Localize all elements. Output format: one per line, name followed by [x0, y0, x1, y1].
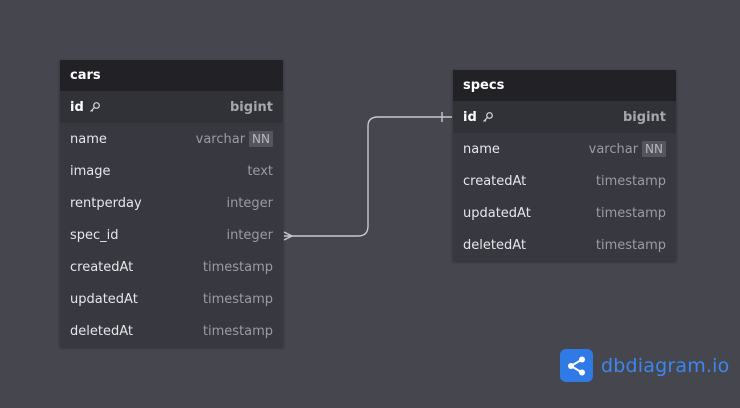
column-row-createdat[interactable]: createdAt timestamp — [60, 251, 283, 283]
column-type-text: varchar — [588, 141, 639, 157]
table-header[interactable]: cars — [60, 60, 283, 91]
column-row-spec-id[interactable]: spec_id integer — [60, 219, 283, 251]
column-name-text: id — [463, 109, 477, 125]
column-row-name[interactable]: name varchar NN — [453, 133, 676, 165]
column-type-text: varchar — [195, 131, 246, 147]
column-row-deletedat[interactable]: deletedAt timestamp — [453, 229, 676, 261]
column-name: updatedAt — [463, 205, 531, 221]
column-name: id — [70, 100, 101, 115]
column-type: timestamp — [202, 323, 273, 339]
column-row-id[interactable]: id bigint — [453, 101, 676, 133]
brand-watermark[interactable]: dbdiagram.io — [560, 349, 729, 382]
table-header[interactable]: specs — [453, 70, 676, 101]
column-type: timestamp — [595, 237, 666, 253]
column-row-name[interactable]: name varchar NN — [60, 123, 283, 155]
column-row-updatedat[interactable]: updatedAt timestamp — [453, 197, 676, 229]
column-name: deletedAt — [463, 237, 526, 253]
column-type: bigint — [623, 109, 666, 125]
table-cars[interactable]: cars id bigint name varchar NN image tex… — [60, 60, 283, 347]
many-end-marker — [283, 231, 294, 241]
column-name: image — [70, 163, 111, 179]
column-row-id[interactable]: id bigint — [60, 91, 283, 123]
column-row-rentperday[interactable]: rentperday integer — [60, 187, 283, 219]
column-row-image[interactable]: image text — [60, 155, 283, 187]
column-name: name — [463, 141, 500, 157]
column-type: integer — [226, 195, 273, 211]
column-row-deletedat[interactable]: deletedAt timestamp — [60, 315, 283, 347]
key-icon — [482, 111, 494, 123]
column-type: varchar NN — [196, 131, 273, 147]
column-type: timestamp — [595, 173, 666, 189]
column-type: timestamp — [595, 205, 666, 221]
column-name: rentperday — [70, 195, 142, 211]
column-name: createdAt — [70, 259, 134, 275]
column-type: bigint — [230, 99, 273, 115]
column-row-createdat[interactable]: createdAt timestamp — [453, 165, 676, 197]
relationship-path — [284, 116, 452, 237]
column-name: updatedAt — [70, 291, 138, 307]
column-name: spec_id — [70, 227, 119, 243]
column-row-updatedat[interactable]: updatedAt timestamp — [60, 283, 283, 315]
dbdiagram-logo-icon — [560, 349, 593, 382]
brand-name: dbdiagram.io — [601, 354, 730, 377]
not-null-badge: NN — [642, 141, 666, 157]
column-name: name — [70, 131, 107, 147]
column-name: createdAt — [463, 173, 527, 189]
column-type: timestamp — [202, 291, 273, 307]
column-name: deletedAt — [70, 323, 133, 339]
column-type: text — [247, 163, 273, 179]
column-type: integer — [226, 227, 273, 243]
key-icon — [89, 101, 101, 113]
column-type: timestamp — [202, 259, 273, 275]
not-null-badge: NN — [249, 131, 273, 147]
column-name-text: id — [70, 99, 84, 115]
column-type: varchar NN — [589, 141, 666, 157]
table-specs[interactable]: specs id bigint name varchar NN createdA… — [453, 70, 676, 261]
column-name: id — [463, 110, 494, 125]
